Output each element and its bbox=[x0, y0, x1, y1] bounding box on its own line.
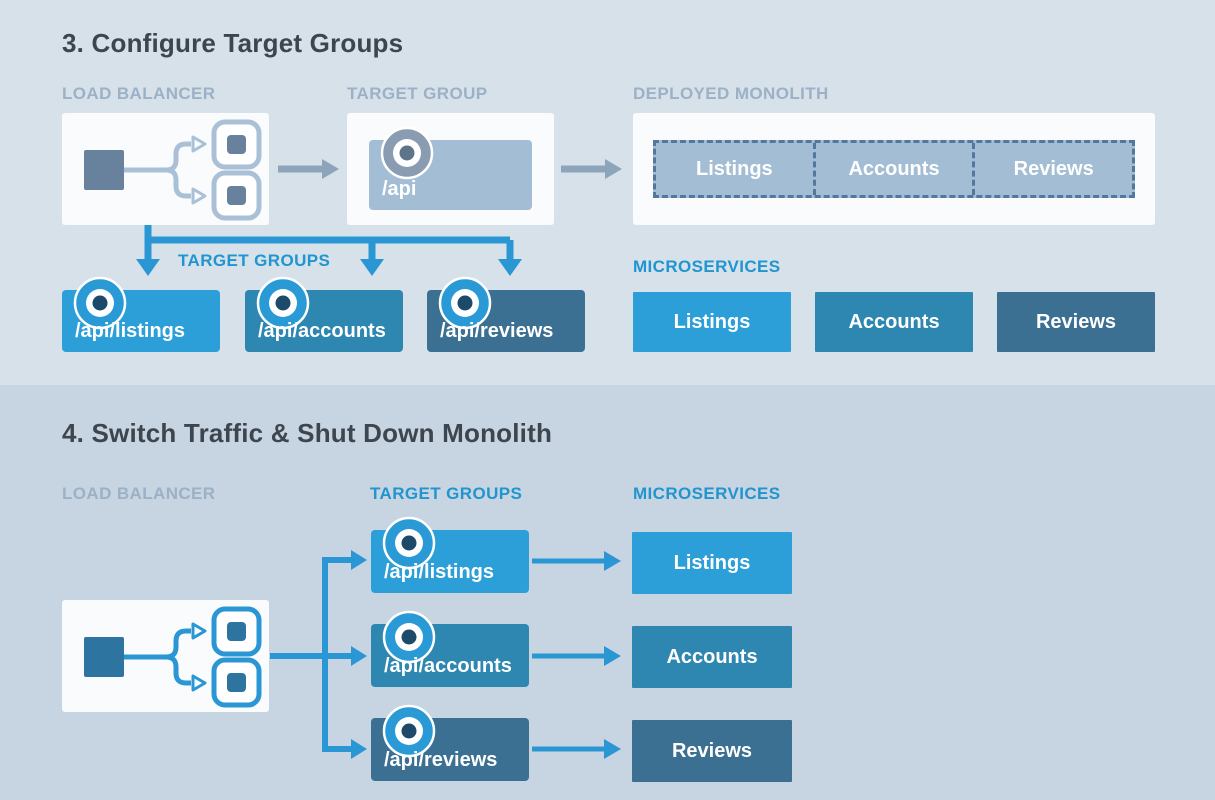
load-balancer-icon bbox=[84, 119, 262, 221]
deployed-monolith-card: Listings Accounts Reviews bbox=[633, 113, 1155, 225]
arrow-right-icon bbox=[278, 159, 339, 179]
load-balancer-card bbox=[62, 600, 269, 712]
section4-title: 4. Switch Traffic & Shut Down Monolith bbox=[62, 418, 553, 448]
target-icon bbox=[382, 516, 436, 570]
label-load-balancer: LOAD BALANCER bbox=[62, 484, 216, 503]
load-balancer-icon bbox=[84, 606, 262, 708]
microservice-box-accounts: Accounts bbox=[815, 292, 973, 352]
label-target-groups: TARGET GROUPS bbox=[178, 251, 331, 270]
target-icon bbox=[256, 276, 310, 330]
arrow-right-icon bbox=[561, 159, 622, 179]
label-microservices: MICROSERVICES bbox=[633, 484, 781, 503]
monolith-cell: Listings bbox=[696, 157, 773, 180]
arrow-down-icon bbox=[360, 259, 384, 276]
arrow-right-icon bbox=[351, 739, 367, 759]
api-path-label: /api/accounts bbox=[384, 655, 512, 677]
target-group-box-listings: /api/listings bbox=[371, 516, 529, 593]
target-group-box-accounts: /api/accounts bbox=[371, 610, 529, 687]
section-configure-target-groups: 3. Configure Target Groups LOAD BALANCER… bbox=[0, 0, 1215, 385]
arrow-right-icon bbox=[532, 551, 621, 571]
api-target-box: /api bbox=[369, 126, 532, 210]
monolith-dashed-container: Listings Accounts Reviews bbox=[653, 140, 1135, 198]
load-balancer-card bbox=[62, 113, 269, 225]
api-path-label: /api bbox=[382, 178, 417, 200]
arrow-right-icon bbox=[351, 550, 367, 570]
microservice-box-reviews: Reviews bbox=[632, 720, 792, 782]
target-group-box-accounts: /api/accounts bbox=[245, 276, 403, 352]
label-target-group: TARGET GROUP bbox=[347, 84, 488, 103]
target-group-box-listings: /api/listings bbox=[62, 276, 220, 352]
target-group-card: /api bbox=[347, 113, 554, 225]
target-groups-connector bbox=[136, 225, 522, 276]
target-group-box-reviews: /api/reviews bbox=[427, 276, 585, 352]
api-path-label: /api/listings bbox=[75, 320, 186, 342]
arrow-right-icon bbox=[532, 739, 621, 759]
microservice-box-accounts: Accounts bbox=[632, 626, 792, 688]
arrow-right-icon bbox=[351, 646, 367, 666]
monolith-cell: Accounts bbox=[812, 143, 973, 195]
fanout-connector bbox=[270, 550, 367, 759]
api-path-label: /api/accounts bbox=[258, 320, 386, 342]
api-path-label: /api/listings bbox=[384, 561, 495, 583]
section-switch-traffic: 4. Switch Traffic & Shut Down Monolith L… bbox=[0, 385, 1215, 800]
arrow-right-icon bbox=[532, 646, 621, 666]
label-target-groups: TARGET GROUPS bbox=[370, 484, 523, 503]
label-load-balancer: LOAD BALANCER bbox=[62, 84, 216, 103]
microservice-box-listings: Listings bbox=[632, 532, 792, 594]
target-icon bbox=[382, 610, 436, 664]
monolith-cell: Reviews bbox=[972, 143, 1132, 195]
target-icon bbox=[382, 704, 436, 758]
section3-title: 3. Configure Target Groups bbox=[62, 28, 404, 58]
target-group-box-reviews: /api/reviews bbox=[371, 704, 529, 781]
arrow-down-icon bbox=[136, 259, 160, 276]
target-icon bbox=[73, 276, 127, 330]
microservice-box-reviews: Reviews bbox=[997, 292, 1155, 352]
api-path-label: /api/reviews bbox=[384, 749, 498, 771]
target-icon bbox=[438, 276, 492, 330]
api-path-label: /api/reviews bbox=[440, 320, 554, 342]
label-deployed-monolith: DEPLOYED MONOLITH bbox=[633, 84, 829, 103]
target-icon bbox=[380, 126, 434, 180]
label-microservices: MICROSERVICES bbox=[633, 257, 781, 276]
arrow-down-icon bbox=[498, 259, 522, 276]
microservice-box-listings: Listings bbox=[633, 292, 791, 352]
